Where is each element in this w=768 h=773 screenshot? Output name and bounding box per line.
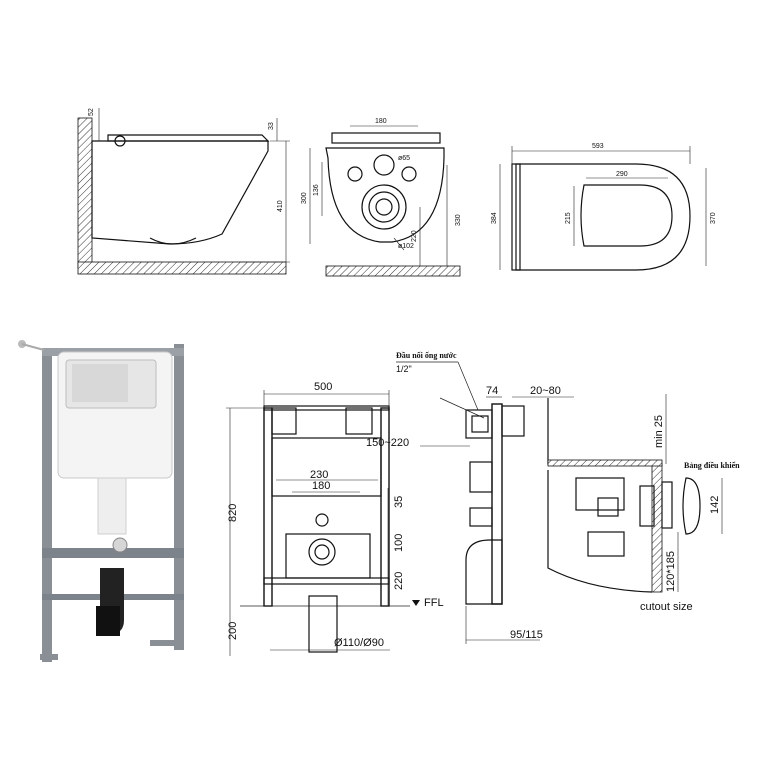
side-frame-post — [491, 403, 503, 605]
top-dim-290: 290 — [616, 171, 628, 178]
side-dim-410: 410 — [277, 200, 284, 212]
frame-dim-500: 500 — [314, 381, 332, 393]
side-seat — [107, 134, 270, 142]
frame-dim-220: 220 — [393, 572, 405, 590]
front-lid — [331, 132, 441, 144]
side-dim-74: 74 — [486, 385, 498, 397]
top-seat — [580, 184, 673, 247]
frame-dim-pipe-dia: Ø110/Ø90 — [334, 637, 384, 649]
front-bolt-left — [347, 166, 363, 182]
side-bowl — [91, 140, 269, 245]
front-bowl — [325, 147, 445, 243]
frame-outlet — [308, 538, 336, 566]
floor-level-label: FFL — [424, 597, 444, 609]
frame-dim-180: 180 — [312, 480, 330, 492]
water-inlet-size: 1/2" — [396, 364, 412, 374]
side-dim-150-220: 150~220 — [366, 437, 409, 449]
side-wall — [77, 117, 93, 269]
frame-dim-35: 35 — [393, 496, 405, 508]
frame-cistern — [271, 437, 382, 497]
side-dim-95-115: 95/115 — [510, 629, 543, 641]
front-dim-d102: ø102 — [398, 243, 414, 250]
frame-front-drawing: 500 820 230 180 35 100 220 200 Ø110/Ø90 … — [226, 381, 444, 656]
side-view: 52 33 410 — [77, 108, 290, 275]
frame-dim-200: 200 — [227, 622, 239, 640]
frame-drain-pipe — [308, 595, 338, 653]
side-dim-33: 33 — [268, 122, 275, 130]
front-dim-220: 220 — [411, 230, 418, 242]
cutout-dim-120x185: 120*185 — [665, 551, 677, 592]
cutout-view: Bảng điều khiển min 25 142 120*185 cutou… — [547, 394, 740, 613]
top-dim-215: 215 — [565, 212, 572, 224]
frame-left-post — [42, 350, 52, 662]
control-panel — [682, 477, 701, 535]
side-drain-bend — [465, 539, 503, 605]
front-dim-300: 300 — [301, 192, 308, 204]
front-dim-136: 136 — [313, 184, 320, 196]
top-bowl-outline — [515, 163, 691, 271]
top-dim-593: 593 — [592, 143, 604, 150]
frame-side-drawing: Đầu nối ống nước 1/2" 74 20~80 150~220 9… — [366, 351, 574, 644]
front-bolt-right — [401, 166, 417, 182]
frame-dim-820: 820 — [227, 504, 239, 522]
front-dim-d65: ø65 — [398, 155, 410, 162]
top-dim-370: 370 — [710, 212, 717, 224]
frame-dim-100: 100 — [393, 534, 405, 552]
cutout-dim-142: 142 — [709, 496, 721, 514]
side-hinge — [114, 135, 126, 147]
front-dim-330: 330 — [455, 214, 462, 226]
control-panel-label: Bảng điều khiển — [684, 461, 740, 470]
front-view: 180 ø65 300 136 220 330 ø102 — [301, 118, 462, 277]
cutout-wall-section — [651, 463, 663, 593]
frame-right-post — [174, 344, 184, 650]
side-floor — [77, 261, 287, 275]
top-view: 593 290 215 384 370 — [491, 143, 717, 271]
front-inlet — [373, 154, 395, 176]
water-inlet-label: Đầu nối ống nước — [396, 351, 457, 360]
frame-photo — [18, 340, 184, 662]
front-floor — [325, 265, 461, 277]
front-outlet — [361, 184, 407, 230]
front-dim-180: 180 — [375, 118, 387, 125]
side-dim-20-80: 20~80 — [530, 385, 561, 397]
cutout-caption: cutout size — [640, 601, 693, 613]
cutout-dim-min25: min 25 — [653, 415, 665, 448]
top-dim-384: 384 — [491, 212, 498, 224]
side-dim-52: 52 — [88, 108, 95, 116]
frame-dim-230: 230 — [310, 469, 328, 481]
cutout-wall-outline — [547, 398, 652, 465]
